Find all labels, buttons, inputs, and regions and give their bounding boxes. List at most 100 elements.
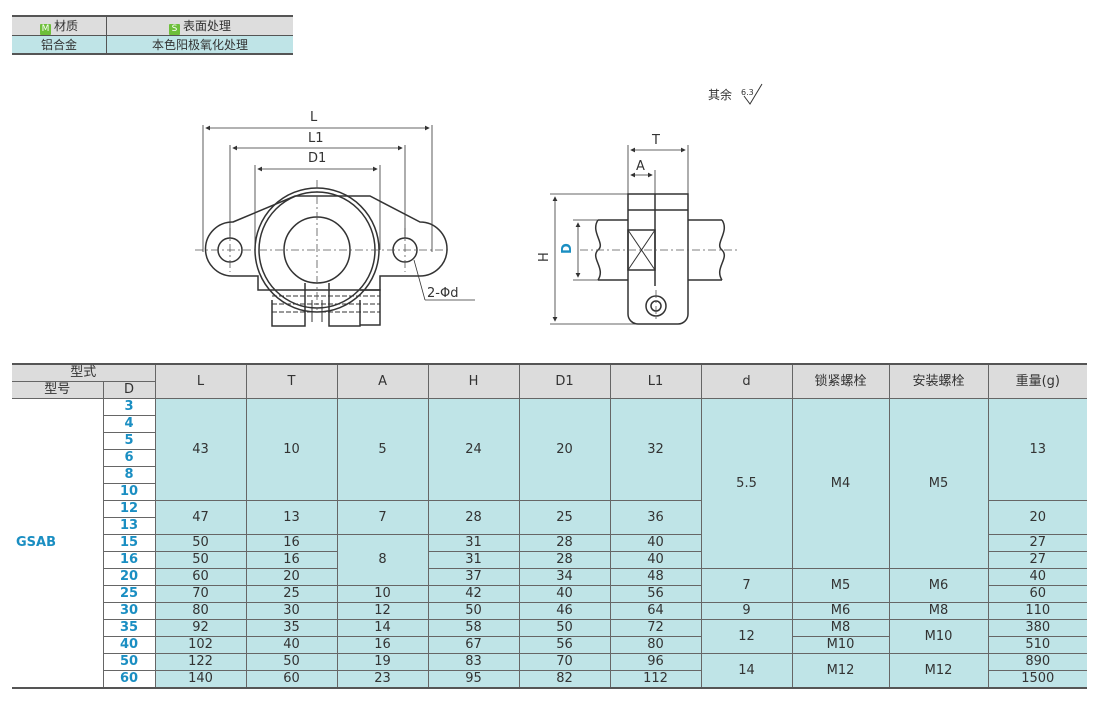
col-header-L1: L1 xyxy=(609,363,702,399)
table-row: GSAB 3 43 10 5 24 20 32 5.5 M4 M5 13 xyxy=(12,398,1088,689)
cell-mount-bolt: M5 xyxy=(888,398,989,569)
cell-L1: 32 xyxy=(609,398,702,501)
dim-H-label: H xyxy=(537,252,552,262)
cell-L1: 36 xyxy=(609,500,702,535)
cell-d: 12 xyxy=(700,619,793,654)
cell-A: 19 xyxy=(336,653,429,671)
cell-mount-bolt: M8 xyxy=(888,602,989,620)
cell-weight: 20 xyxy=(987,500,1088,535)
col-header-L: L xyxy=(154,363,247,399)
cell-H: 31 xyxy=(427,534,520,552)
cell-weight: 27 xyxy=(987,551,1088,569)
cell-H: 28 xyxy=(427,500,520,535)
d-cell: 8 xyxy=(102,466,156,484)
cell-H: 95 xyxy=(427,670,520,689)
cell-T: 60 xyxy=(245,670,338,689)
d-cell: 12 xyxy=(102,500,156,518)
cell-D1: 70 xyxy=(518,653,611,671)
cell-L1: 40 xyxy=(609,551,702,569)
cell-weight: 1500 xyxy=(987,670,1088,689)
cell-weight: 890 xyxy=(987,653,1088,671)
col-header-H: H xyxy=(427,363,520,399)
cell-d: 14 xyxy=(700,653,793,689)
cell-A: 8 xyxy=(336,534,429,586)
cell-L: 70 xyxy=(154,585,247,603)
d-cell: 25 xyxy=(102,585,156,603)
cell-T: 13 xyxy=(245,500,338,535)
material-value: 铝合金 xyxy=(12,35,107,54)
d-cell: 13 xyxy=(102,517,156,535)
cell-D1: 46 xyxy=(518,602,611,620)
table-row: 35 92 35 14 58 50 72 12 M8 M10 380 xyxy=(12,619,1088,654)
cell-lock-bolt: M5 xyxy=(791,568,890,603)
cell-L1: 72 xyxy=(609,619,702,637)
dim-hole-label: 2-Φd xyxy=(427,286,458,301)
cell-H: 24 xyxy=(427,398,520,501)
d-cell: 50 xyxy=(102,653,156,671)
cell-L1: 64 xyxy=(609,602,702,620)
col-header-A: A xyxy=(336,363,429,399)
dim-T-label: T xyxy=(651,133,660,148)
table-row: 50 122 50 19 83 70 96 14 M12 M12 890 xyxy=(12,653,1088,689)
table-row: 60 140 60 23 95 82 112 1500 xyxy=(12,670,1088,689)
cell-H: 50 xyxy=(427,602,520,620)
sub-header-D: D xyxy=(102,381,156,399)
cell-L1: 80 xyxy=(609,636,702,654)
table-row: 4 xyxy=(12,415,1087,433)
side-dimensions xyxy=(550,145,689,325)
model-cell: GSAB xyxy=(12,398,104,689)
side-view xyxy=(595,193,725,325)
d-cell: 3 xyxy=(102,398,156,416)
d-cell: 35 xyxy=(102,619,156,637)
col-header-lock-bolt: 锁紧螺栓 xyxy=(791,363,890,399)
table-row: 6 xyxy=(12,449,1087,467)
dim-L-label: L xyxy=(310,110,318,125)
cell-D1: 56 xyxy=(518,636,611,654)
cell-A: 23 xyxy=(336,670,429,689)
cell-H: 58 xyxy=(427,619,520,637)
cell-weight: 380 xyxy=(987,619,1088,637)
cell-A: 10 xyxy=(336,585,429,603)
material-header-label: 材质 xyxy=(53,19,78,33)
table-row: 8 xyxy=(12,466,1087,484)
surface-roughness-note: 其余 xyxy=(708,86,732,103)
cell-lock-bolt: M10 xyxy=(791,636,890,654)
cell-L: 50 xyxy=(154,534,247,552)
cell-A: 12 xyxy=(336,602,429,620)
col-header-D1: D1 xyxy=(518,363,611,399)
cell-mount-bolt: M12 xyxy=(888,653,989,689)
col-header-T: T xyxy=(245,363,338,399)
cell-H: 42 xyxy=(427,585,520,603)
d-cell: 6 xyxy=(102,449,156,467)
cell-D1: 82 xyxy=(518,670,611,689)
table-row: 16 50 16 31 28 40 27 xyxy=(12,551,1088,569)
d-cell: 5 xyxy=(102,432,156,450)
cell-L: 122 xyxy=(154,653,247,671)
cell-D1: 25 xyxy=(518,500,611,535)
material-badge: M xyxy=(39,24,51,35)
cell-L: 92 xyxy=(154,619,247,637)
d-cell: 20 xyxy=(102,568,156,586)
d-cell: 15 xyxy=(102,534,156,552)
table-row: 10 xyxy=(12,483,1087,501)
cell-T: 40 xyxy=(245,636,338,654)
d-cell: 16 xyxy=(102,551,156,569)
cell-A: 14 xyxy=(336,619,429,637)
d-cell: 4 xyxy=(102,415,156,433)
cell-L1: 112 xyxy=(609,670,702,689)
cell-A: 7 xyxy=(336,500,429,535)
cell-L: 60 xyxy=(154,568,247,586)
d-cell: 30 xyxy=(102,602,156,620)
cell-T: 16 xyxy=(245,534,338,552)
cell-A: 5 xyxy=(336,398,429,501)
cell-weight: 60 xyxy=(987,585,1088,603)
cell-lock-bolt: M8 xyxy=(791,619,890,637)
sub-header-model: 型号 xyxy=(12,381,104,399)
d-cell: 60 xyxy=(102,670,156,689)
table-row: 30 80 30 12 50 46 64 9 M6 M8 110 xyxy=(12,602,1088,620)
cell-L1: 56 xyxy=(609,585,702,603)
front-view xyxy=(204,187,448,327)
